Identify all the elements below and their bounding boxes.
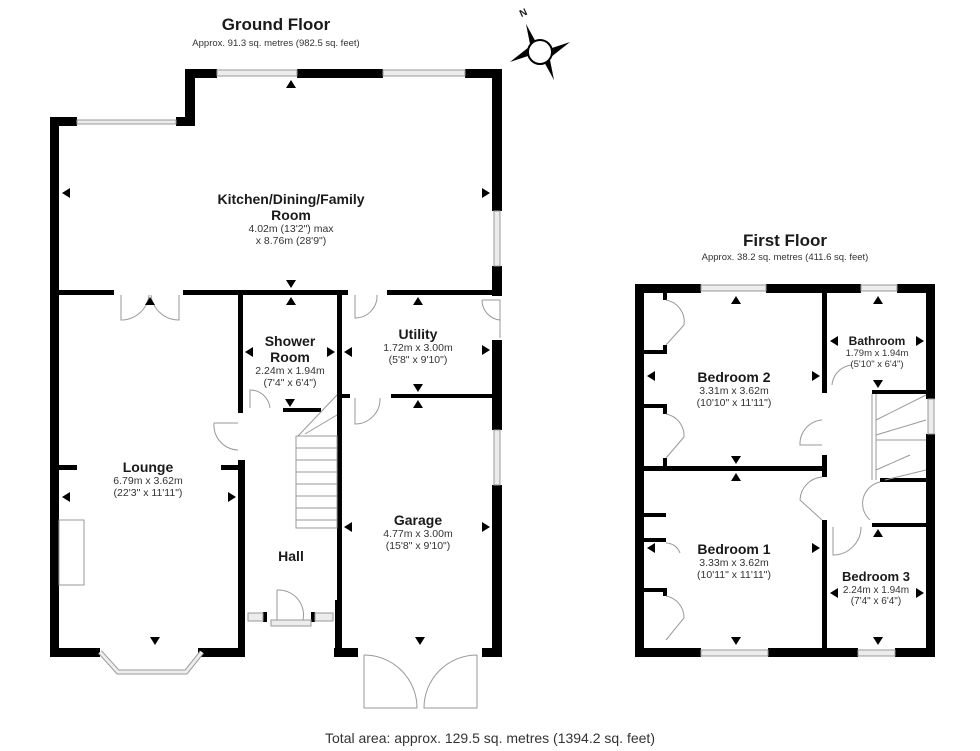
fireplace xyxy=(58,519,85,586)
ground-floor-dimension-arrows xyxy=(62,80,490,645)
ground-floor-title: Ground Floor xyxy=(221,15,331,34)
room-dimensions: 1.79m x 1.94m xyxy=(845,347,909,359)
room-lounge: Lounge 6.79m x 3.62m (22'3" x 11'11") xyxy=(113,459,182,499)
ground-floor-plan xyxy=(50,69,502,709)
room-dimensions: 2.24m x 1.94m xyxy=(842,584,910,596)
ground-floor-windows xyxy=(76,69,501,627)
room-dimensions: 4.02m (13'2") max xyxy=(248,223,334,236)
first-floor-plan xyxy=(635,284,935,657)
room-dimensions: 4.77m x 3.00m xyxy=(383,528,453,541)
room-dimensions-imperial: (5'8" x 9'10") xyxy=(388,354,448,367)
room-name: Bedroom 2 xyxy=(697,369,771,385)
room-name: Shower xyxy=(264,333,316,349)
room-name: Bathroom xyxy=(848,334,906,348)
room-dimensions-imperial: (5'10" x 6'4") xyxy=(850,358,904,370)
ground-floor-area: Approx. 91.3 sq. metres (982.5 sq. feet) xyxy=(192,38,360,49)
room-name: Lounge xyxy=(122,459,174,475)
first-floor-title: First Floor xyxy=(742,231,828,250)
first-floor-walls xyxy=(635,284,935,657)
room-name: Bedroom 3 xyxy=(842,569,910,584)
room-dimensions-imperial: (10'10" x 11'11") xyxy=(696,397,772,410)
room-dimensions-imperial: (10'11" x 11'11") xyxy=(697,569,771,582)
room-kitchen-dining-family: Kitchen/Dining/Family Room 4.02m (13'2")… xyxy=(217,191,364,247)
room-dimensions-imperial: (15'8" x 9'10") xyxy=(385,540,451,553)
room-dimensions-imperial: (7'4" x 6'4") xyxy=(850,596,902,608)
room-name: Kitchen/Dining/Family xyxy=(217,191,365,207)
room-name: Garage xyxy=(393,512,443,528)
ground-floor-walls xyxy=(50,69,502,657)
compass-rose-icon xyxy=(510,24,570,80)
room-dimensions: 2.24m x 1.94m xyxy=(255,365,325,378)
first-floor-windows xyxy=(700,284,935,657)
room-name: Bedroom 1 xyxy=(697,541,771,557)
room-dimensions: 3.31m x 3.62m xyxy=(699,385,769,398)
room-utility: Utility 1.72m x 3.00m (5'8" x 9'10") xyxy=(383,326,452,366)
first-floor-area: Approx. 38.2 sq. metres (411.6 sq. feet) xyxy=(701,252,869,263)
room-dimensions-imperial: (22'3" x 11'11") xyxy=(113,487,183,500)
first-floor-dimension-arrows xyxy=(647,296,924,645)
room-name: Utility xyxy=(398,326,438,342)
room-name-line2: Room xyxy=(271,207,311,224)
room-dimensions: 1.72m x 3.00m xyxy=(383,342,453,355)
room-dimensions: 3.33m x 3.62m xyxy=(699,557,769,570)
room-dimensions-imperial: x 8.76m (28'9") xyxy=(255,235,327,248)
ground-floor-doors xyxy=(120,294,501,709)
room-shower-room: Shower Room 2.24m x 1.94m (7'4" x 6'4") xyxy=(255,333,324,389)
first-floor-doors xyxy=(665,299,881,641)
total-area: Total area: approx. 129.5 sq. metres (13… xyxy=(325,730,655,746)
first-floor-stairs xyxy=(871,394,927,481)
room-name: Hall xyxy=(278,548,304,564)
room-dimensions-imperial: (7'4" x 6'4") xyxy=(263,377,317,390)
room-dimensions: 6.79m x 3.62m xyxy=(113,475,183,488)
room-bedroom-3: Bedroom 3 2.24m x 1.94m (7'4" x 6'4") xyxy=(842,569,910,608)
room-hall: Hall xyxy=(278,548,304,564)
ground-floor-stairs xyxy=(295,394,338,529)
room-bedroom-2: Bedroom 2 3.31m x 3.62m (10'10" x 11'11"… xyxy=(697,369,772,409)
room-bathroom: Bathroom 1.79m x 1.94m (5'10" x 6'4") xyxy=(845,334,909,371)
room-name-line2: Room xyxy=(270,349,310,366)
room-garage: Garage 4.77m x 3.00m (15'8" x 9'10") xyxy=(383,512,452,552)
room-bedroom-1: Bedroom 1 3.33m x 3.62m (10'11" x 11'11"… xyxy=(697,541,771,581)
